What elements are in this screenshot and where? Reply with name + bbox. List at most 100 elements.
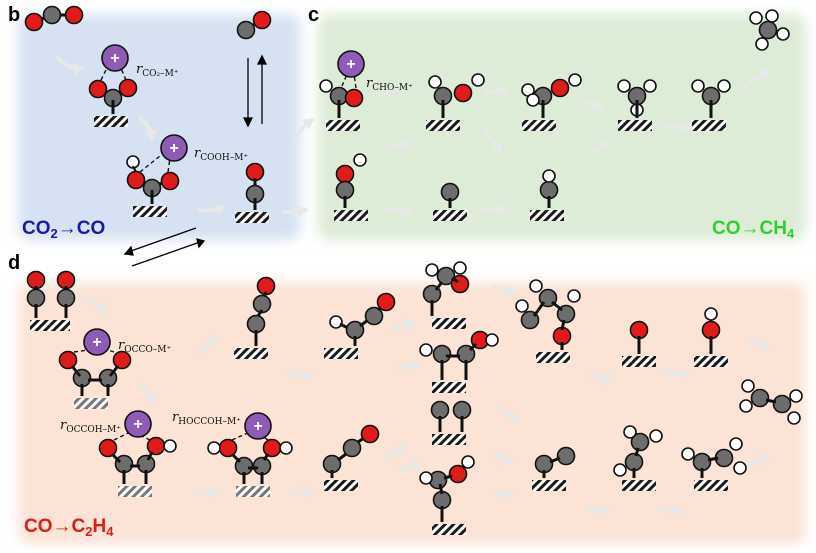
- equilibrium-arrows-diagonal: [123, 227, 206, 267]
- bond: [262, 453, 270, 461]
- catalyst-surface: [622, 480, 656, 491]
- oxygen-atom: [256, 276, 276, 296]
- oxygen-atom: [126, 170, 146, 190]
- hydrogen-atom: [649, 429, 663, 443]
- oxygen-atom: [335, 164, 355, 184]
- catalyst-surface: [324, 480, 358, 491]
- carbon-atom: [322, 454, 342, 474]
- catalyst-surface: [530, 210, 564, 221]
- reaction-arrow-head: [502, 453, 515, 465]
- cation-interaction: [119, 65, 127, 81]
- bond: [434, 281, 444, 291]
- panel-letter-c: c: [308, 4, 320, 26]
- catalyst-surface: [433, 210, 467, 221]
- bond: [256, 309, 264, 317]
- panel-letter-b: b: [8, 4, 21, 26]
- oxygen-atom: [448, 464, 468, 484]
- oxygen-atom: [146, 436, 166, 456]
- bond: [443, 474, 453, 480]
- rate-label-cooh: rCOOH–M⁺: [194, 146, 249, 163]
- reaction-arrow-head: [496, 204, 509, 217]
- carbon-atom: [26, 288, 46, 308]
- hydrogen-atom: [542, 169, 556, 183]
- oxygen-atom: [629, 320, 649, 340]
- cation-interaction: [139, 155, 161, 173]
- hydrogen-atom: [617, 79, 631, 93]
- bond: [438, 483, 444, 495]
- catalyst-surface: [532, 480, 566, 491]
- oxygen-atom: [245, 162, 265, 182]
- carbon-atom: [252, 294, 272, 314]
- hydrogen-atom: [741, 379, 755, 393]
- catalyst-surface: [432, 524, 466, 535]
- catalyst-surface: [94, 116, 128, 127]
- cation-plus-sign: +: [346, 56, 355, 73]
- carbon-atom: [342, 438, 362, 458]
- hydrogen-atom: [789, 389, 803, 403]
- bond: [532, 301, 546, 317]
- hydrogen-atom: [643, 79, 657, 93]
- reaction-arrow-head: [209, 487, 221, 500]
- cation-plus-sign: +: [133, 416, 142, 433]
- cation-atom: [337, 50, 365, 78]
- carbon-atom: [714, 448, 734, 468]
- hydrogen-atom: [526, 93, 540, 107]
- catalyst-surface: [426, 120, 460, 131]
- cation-atom: [101, 44, 129, 72]
- panel-b-background: [18, 14, 300, 240]
- cation-atom: [124, 410, 152, 438]
- cation-atom: [160, 134, 188, 162]
- carbon-atom: [432, 344, 452, 364]
- reaction-arrow-head: [756, 454, 769, 466]
- cation-plus-sign: +: [169, 140, 178, 157]
- carbon-atom: [436, 266, 456, 286]
- oxygen-atom: [453, 83, 473, 103]
- bond: [451, 276, 459, 284]
- bond: [132, 165, 137, 173]
- carbon-atom: [430, 400, 450, 420]
- bond: [230, 452, 242, 464]
- reaction-arrow-head: [302, 118, 315, 130]
- oxygen-atom: [26, 270, 46, 290]
- cation-interaction: [167, 157, 171, 173]
- oxygen-atom: [98, 438, 118, 458]
- hydrogen-atom: [485, 333, 499, 347]
- hydrogen-atom: [567, 289, 581, 303]
- panel-d-background: [18, 282, 806, 544]
- rate-label-occo: rOCCO–M⁺: [118, 338, 172, 355]
- hydrogen-atom: [279, 441, 293, 455]
- cation-interaction: [73, 349, 89, 353]
- reaction-arrow-head: [408, 359, 421, 372]
- catalyst-surface: [432, 434, 466, 445]
- hydrogen-atom: [717, 79, 731, 93]
- hydrogen-atom: [419, 471, 433, 485]
- hydrogen-atom: [207, 441, 221, 455]
- bond: [551, 300, 563, 312]
- bond: [560, 319, 566, 331]
- hydrogen-atom: [568, 73, 582, 87]
- reaction-arrow-head: [506, 410, 519, 423]
- cation-atom: [83, 328, 111, 356]
- oxygen-atom: [64, 5, 84, 25]
- reaction-arrow-head: [214, 204, 227, 216]
- reaction-arrow-head: [592, 99, 605, 112]
- reaction-arrow-head: [394, 444, 407, 456]
- hydrogen-atom: [691, 79, 705, 93]
- oxygen-atom: [118, 78, 138, 98]
- oxygen-atom: [552, 326, 572, 346]
- catalyst-surface: [622, 356, 656, 367]
- catalyst-surface: [522, 120, 556, 131]
- oxygen-atom: [24, 12, 44, 32]
- cation-interaction: [353, 73, 357, 89]
- reaction-arrow-head: [387, 85, 399, 98]
- cation-plus-sign: +: [92, 334, 101, 351]
- oxygen-atom: [252, 10, 272, 30]
- panel-letter-d: d: [8, 252, 21, 274]
- carbon-atom: [624, 452, 644, 472]
- hydrogen-atom: [471, 73, 485, 87]
- carbon-atom: [772, 394, 792, 414]
- reaction-arrow-head: [758, 338, 771, 350]
- molecules: ++++++: [24, 5, 803, 535]
- hydrogen-atom: [739, 399, 753, 413]
- reaction-arrow-head: [302, 370, 315, 383]
